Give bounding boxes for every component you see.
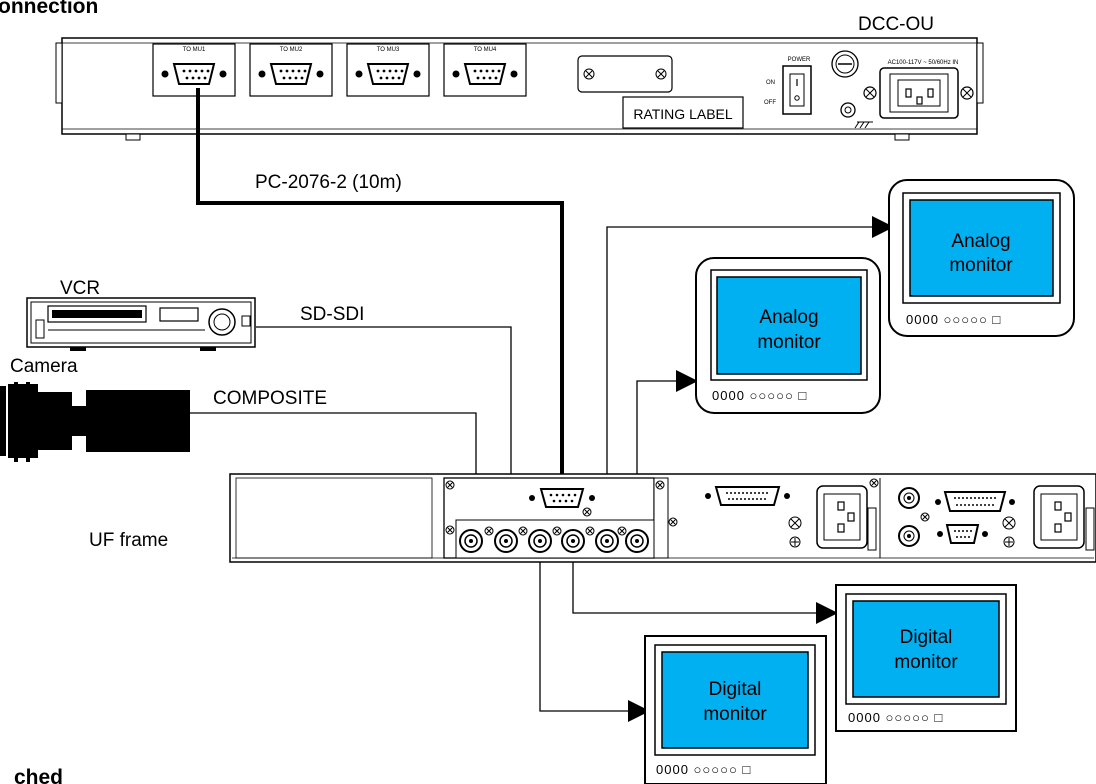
bnc-connector[interactable] bbox=[561, 529, 585, 553]
rating-label: RATING LABEL bbox=[622, 96, 744, 129]
monitor-label-line2: monitor bbox=[894, 652, 958, 673]
footer-heading: ched bbox=[14, 766, 63, 784]
monitor-label-line1: Analog bbox=[759, 307, 818, 328]
monitor-label-line2: monitor bbox=[703, 704, 767, 725]
monitor-label-line1: Digital bbox=[900, 627, 953, 648]
digital-monitor-1: Digital monitor 0000 ○○○○○ □ bbox=[644, 635, 827, 784]
on-label: ON bbox=[766, 80, 775, 86]
module-dsub-port[interactable] bbox=[529, 488, 595, 508]
digital-2-cable bbox=[572, 545, 838, 624]
monitor-buttons: 0000 ○○○○○ □ bbox=[712, 388, 807, 403]
port-to-mu2[interactable]: TO MU2 bbox=[249, 43, 333, 97]
monitor-label-line1: Digital bbox=[709, 679, 762, 700]
bnc-connector[interactable] bbox=[625, 529, 649, 553]
bnc-connector[interactable] bbox=[459, 529, 483, 553]
ground-terminal bbox=[840, 102, 873, 129]
digital-monitor-2: Digital monitor 0000 ○○○○○ □ bbox=[835, 584, 1017, 732]
port-to-mu4[interactable]: TO MU4 bbox=[443, 43, 527, 97]
analog-1-cable bbox=[606, 216, 894, 532]
port-label: TO MU4 bbox=[474, 47, 497, 53]
section-heading: onnection bbox=[0, 0, 98, 18]
monitor-buttons: 0000 ○○○○○ □ bbox=[848, 710, 943, 725]
port-label: TO MU3 bbox=[377, 47, 400, 53]
power-label: POWER bbox=[788, 57, 811, 63]
pc-cable bbox=[196, 88, 564, 488]
bnc-connector[interactable] bbox=[595, 529, 619, 553]
sdi-cable bbox=[256, 326, 522, 517]
monitor-label-line1: Analog bbox=[951, 231, 1010, 252]
fuse-holder bbox=[831, 50, 859, 78]
port-label: TO MU1 bbox=[183, 47, 206, 53]
monitor-screen bbox=[661, 651, 809, 749]
power-switch[interactable]: POWER ON OFF bbox=[764, 57, 812, 115]
camera-label: Camera bbox=[10, 356, 78, 377]
monitor-label-line2: monitor bbox=[949, 255, 1013, 276]
psu-2 bbox=[898, 485, 1095, 551]
port-to-mu3[interactable]: TO MU3 bbox=[346, 43, 430, 97]
dcc-ou-label: DCC-OU bbox=[858, 14, 934, 35]
vcr: VCR bbox=[26, 278, 256, 351]
pc-cable-label: PC-2076-2 (10m) bbox=[255, 172, 402, 193]
dcc-ou-unit: DCC-OU TO MU1 TO MU2 bbox=[55, 14, 984, 141]
uf-frame: UF frame bbox=[89, 473, 1096, 563]
camera: Camera bbox=[0, 356, 190, 462]
off-label: OFF bbox=[764, 100, 776, 106]
port-to-mu1[interactable]: TO MU1 bbox=[152, 43, 236, 97]
monitor-screen bbox=[852, 600, 1000, 698]
uf-frame-label: UF frame bbox=[89, 530, 168, 551]
ac-inlet: AC100-117V ~ 50/60Hz IN bbox=[863, 60, 974, 119]
port-label: TO MU2 bbox=[280, 47, 303, 53]
monitor-buttons: 0000 ○○○○○ □ bbox=[656, 762, 751, 777]
sdi-cable-label: SD-SDI bbox=[300, 304, 364, 325]
analog-monitor-1: Analog monitor 0000 ○○○○○ □ bbox=[888, 179, 1075, 337]
composite-cable-label: COMPOSITE bbox=[213, 388, 327, 409]
bnc-connector[interactable] bbox=[494, 529, 518, 553]
psu-1 bbox=[705, 478, 879, 551]
analog-monitor-2: Analog monitor 0000 ○○○○○ □ bbox=[695, 257, 881, 414]
blank-plate bbox=[577, 55, 673, 93]
rating-label-text: RATING LABEL bbox=[633, 106, 733, 122]
bnc-connector[interactable] bbox=[528, 529, 552, 553]
monitor-label-line2: monitor bbox=[757, 332, 821, 353]
vcr-label: VCR bbox=[60, 278, 100, 299]
ac-label: AC100-117V ~ 50/60Hz IN bbox=[888, 60, 959, 66]
digital-1-cable bbox=[539, 545, 650, 722]
monitor-screen bbox=[716, 276, 862, 375]
monitor-screen bbox=[909, 199, 1054, 297]
monitor-buttons: 0000 ○○○○○ □ bbox=[906, 312, 1001, 327]
